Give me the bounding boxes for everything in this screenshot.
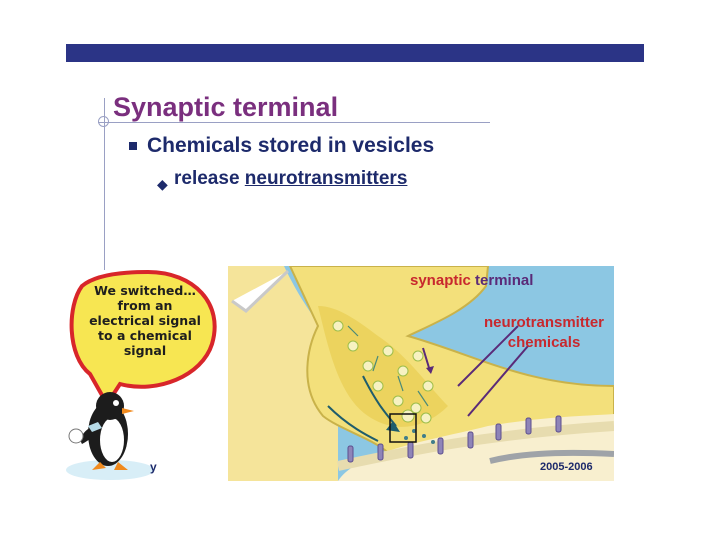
ice-floe: [66, 460, 154, 480]
neurotransmitters-link: neurotransmitters: [244, 168, 408, 189]
bubble-line5: signal: [123, 343, 167, 358]
label-synaptic-word: synaptic: [410, 272, 471, 289]
bubble-line1: We switched…: [94, 283, 196, 298]
penguin-eye: [113, 400, 119, 406]
penguin-head: [96, 392, 124, 420]
bubble-line2: from an: [117, 298, 173, 313]
bullet-level1: Chemicals stored in vesicles: [147, 134, 435, 157]
bullet-level2: release neurotransmitters: [174, 168, 407, 190]
terminal-interior: [318, 306, 448, 427]
title-underline: [98, 122, 490, 123]
vesicles: [332, 320, 434, 424]
label-neuro-line1: neurotransmitter: [484, 314, 605, 331]
speech-bubble: [69, 269, 217, 406]
footer-letter: y: [150, 460, 157, 474]
axon-left: [228, 266, 338, 481]
slide-title: Synaptic terminal: [113, 92, 339, 122]
release-arrow-2: [327, 405, 379, 442]
pointer-terminal-head: [426, 366, 434, 374]
bullet-level2-prefix: release: [174, 168, 245, 189]
zoom-box: [389, 413, 417, 443]
pointer-neuro-2: [467, 345, 529, 417]
signal-arrow: [231, 269, 290, 313]
label-neurotransmitter-chemicals: neurotransmitter chemicals: [484, 313, 604, 353]
label-neuro-line2: chemicals: [507, 334, 581, 351]
penguin-held-item: [68, 428, 84, 444]
penguin-icon: [66, 392, 154, 480]
penguin-beak: [122, 408, 134, 414]
penguin-scarf: [88, 422, 102, 432]
top-bar: [66, 44, 644, 62]
bubble-line4: to a chemical: [98, 328, 192, 343]
dendrite-shadow: [489, 449, 614, 464]
square-bullet-icon: [129, 142, 137, 150]
speech-bubble-text: We switched… from an electrical signal t…: [84, 283, 206, 358]
pointer-neuro: [457, 325, 519, 387]
penguin-belly: [100, 418, 124, 462]
receptors: [347, 415, 562, 463]
crosshair-ornament-icon: [98, 116, 109, 127]
speech-bubble-shape: [69, 269, 217, 406]
synapse-diagram: [228, 266, 614, 481]
penguin-feet: [92, 462, 128, 470]
vesicle-trails: [347, 325, 429, 407]
footer-year: 2005-2006: [540, 461, 593, 473]
pointer-terminal: [422, 347, 431, 372]
released-neurotransmitters: [404, 429, 435, 444]
label-terminal-word: terminal: [470, 272, 534, 289]
label-synaptic-terminal: synaptic terminal: [410, 272, 533, 289]
synaptic-cleft: [336, 421, 614, 471]
vertical-rule: [104, 98, 105, 270]
diamond-bullet-icon: ◆: [157, 176, 168, 192]
bubble-line3: electrical signal: [89, 313, 201, 328]
